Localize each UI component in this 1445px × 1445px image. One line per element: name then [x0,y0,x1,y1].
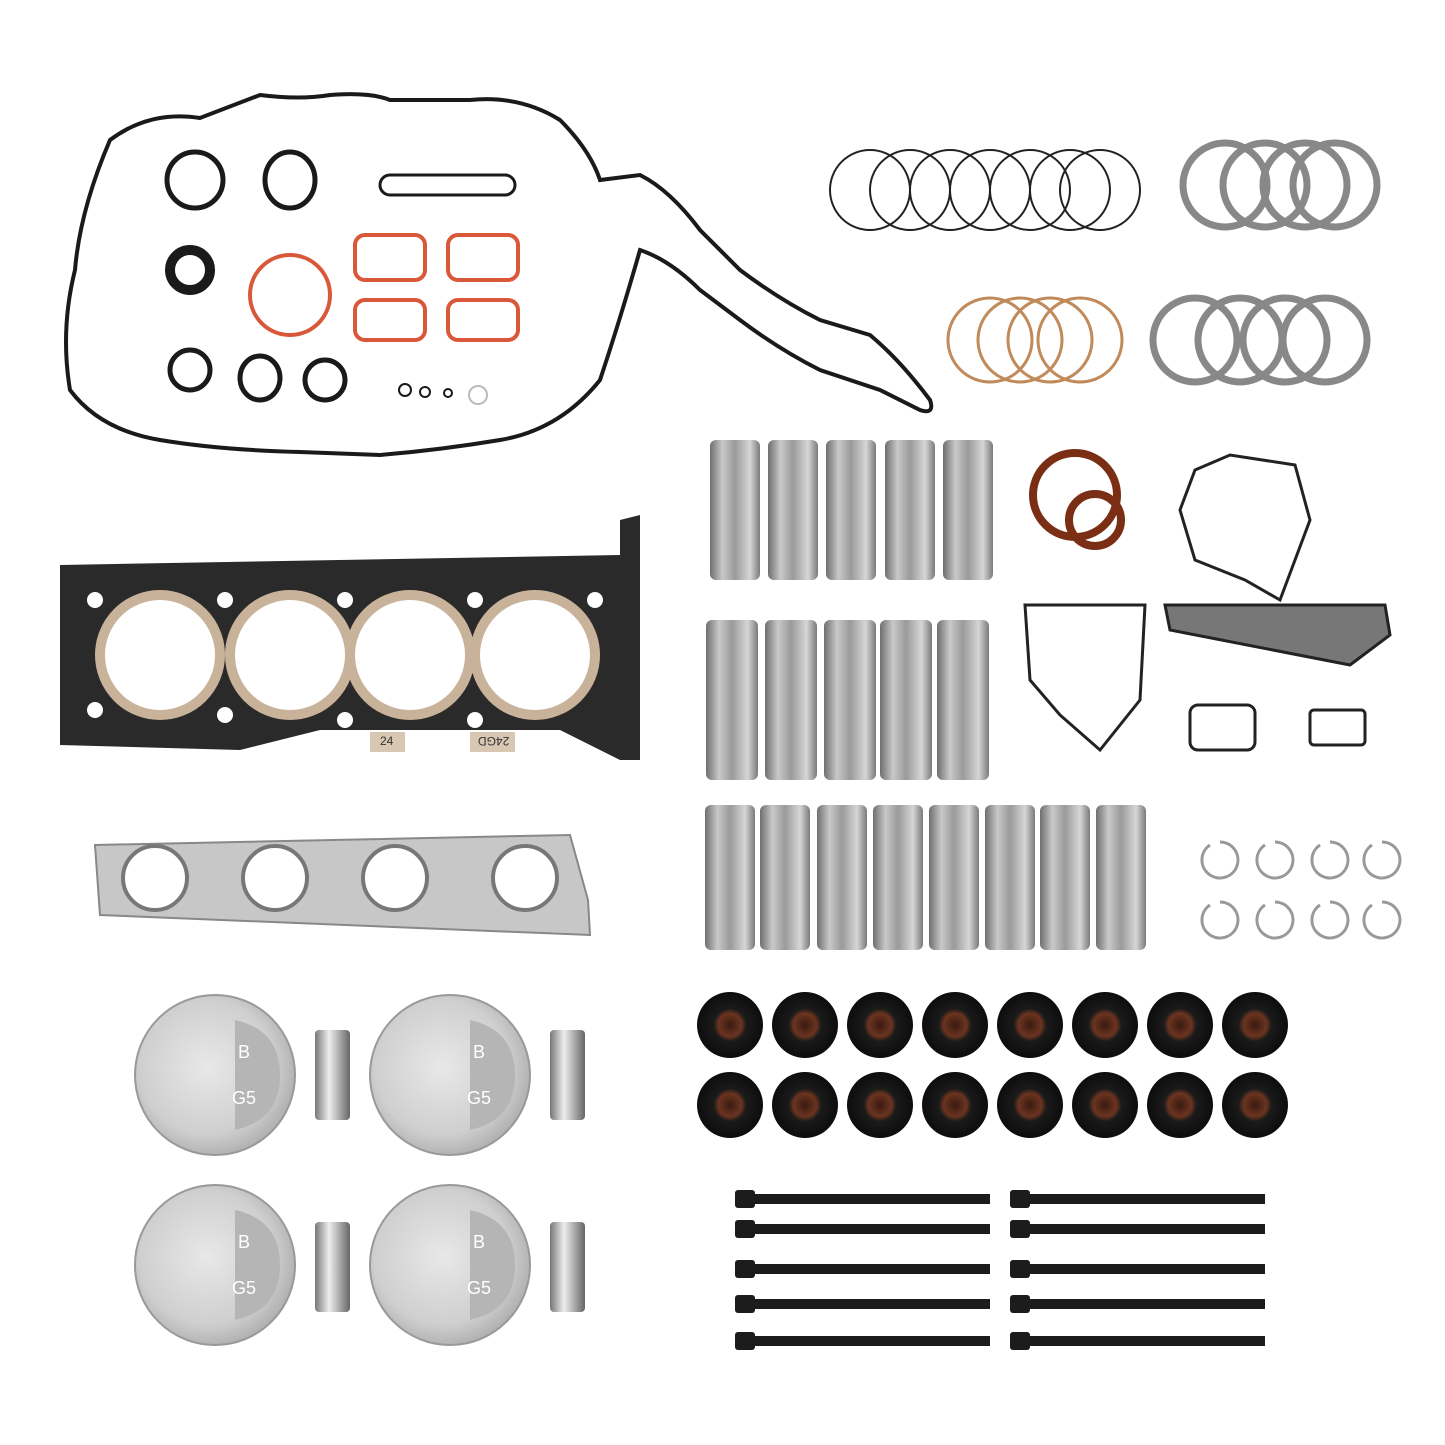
piston-mark-bottom: G5 [467,1278,492,1298]
piston-pockets [235,1020,515,1320]
valve-stem-seals [697,992,1288,1138]
piston-mark-bottom: G5 [467,1088,492,1108]
crank-seals [1029,449,1125,550]
piston-rings-gray [1149,139,1381,386]
piston-mark-top: B [238,1232,251,1252]
piston-rings-black [829,149,1141,231]
bearings-row-1 [710,440,993,580]
head-gasket [60,515,640,760]
piston-mark-top: B [473,1042,486,1062]
exhaust-manifold-gasket [93,833,592,937]
piston-mark-bottom: G5 [232,1088,257,1108]
small-gaskets [164,149,517,405]
head-gasket-label-2: 24GD [478,734,510,748]
piston-mark-top: B [238,1042,251,1062]
wrist-pins [315,1030,585,1312]
piston-mark-top: B [473,1232,486,1252]
intake-gaskets [248,233,520,342]
circlips [1200,840,1402,940]
water-pump-gasket [1023,453,1392,753]
valve-cover-gasket [64,92,934,458]
head-gasket-label-1: 24 [380,734,394,748]
piston-rings-oil [946,296,1124,384]
bearings-row-3 [705,805,1146,950]
bearings-row-2 [706,620,989,780]
head-bolts [735,1190,1265,1350]
piston-mark-bottom: G5 [232,1278,257,1298]
